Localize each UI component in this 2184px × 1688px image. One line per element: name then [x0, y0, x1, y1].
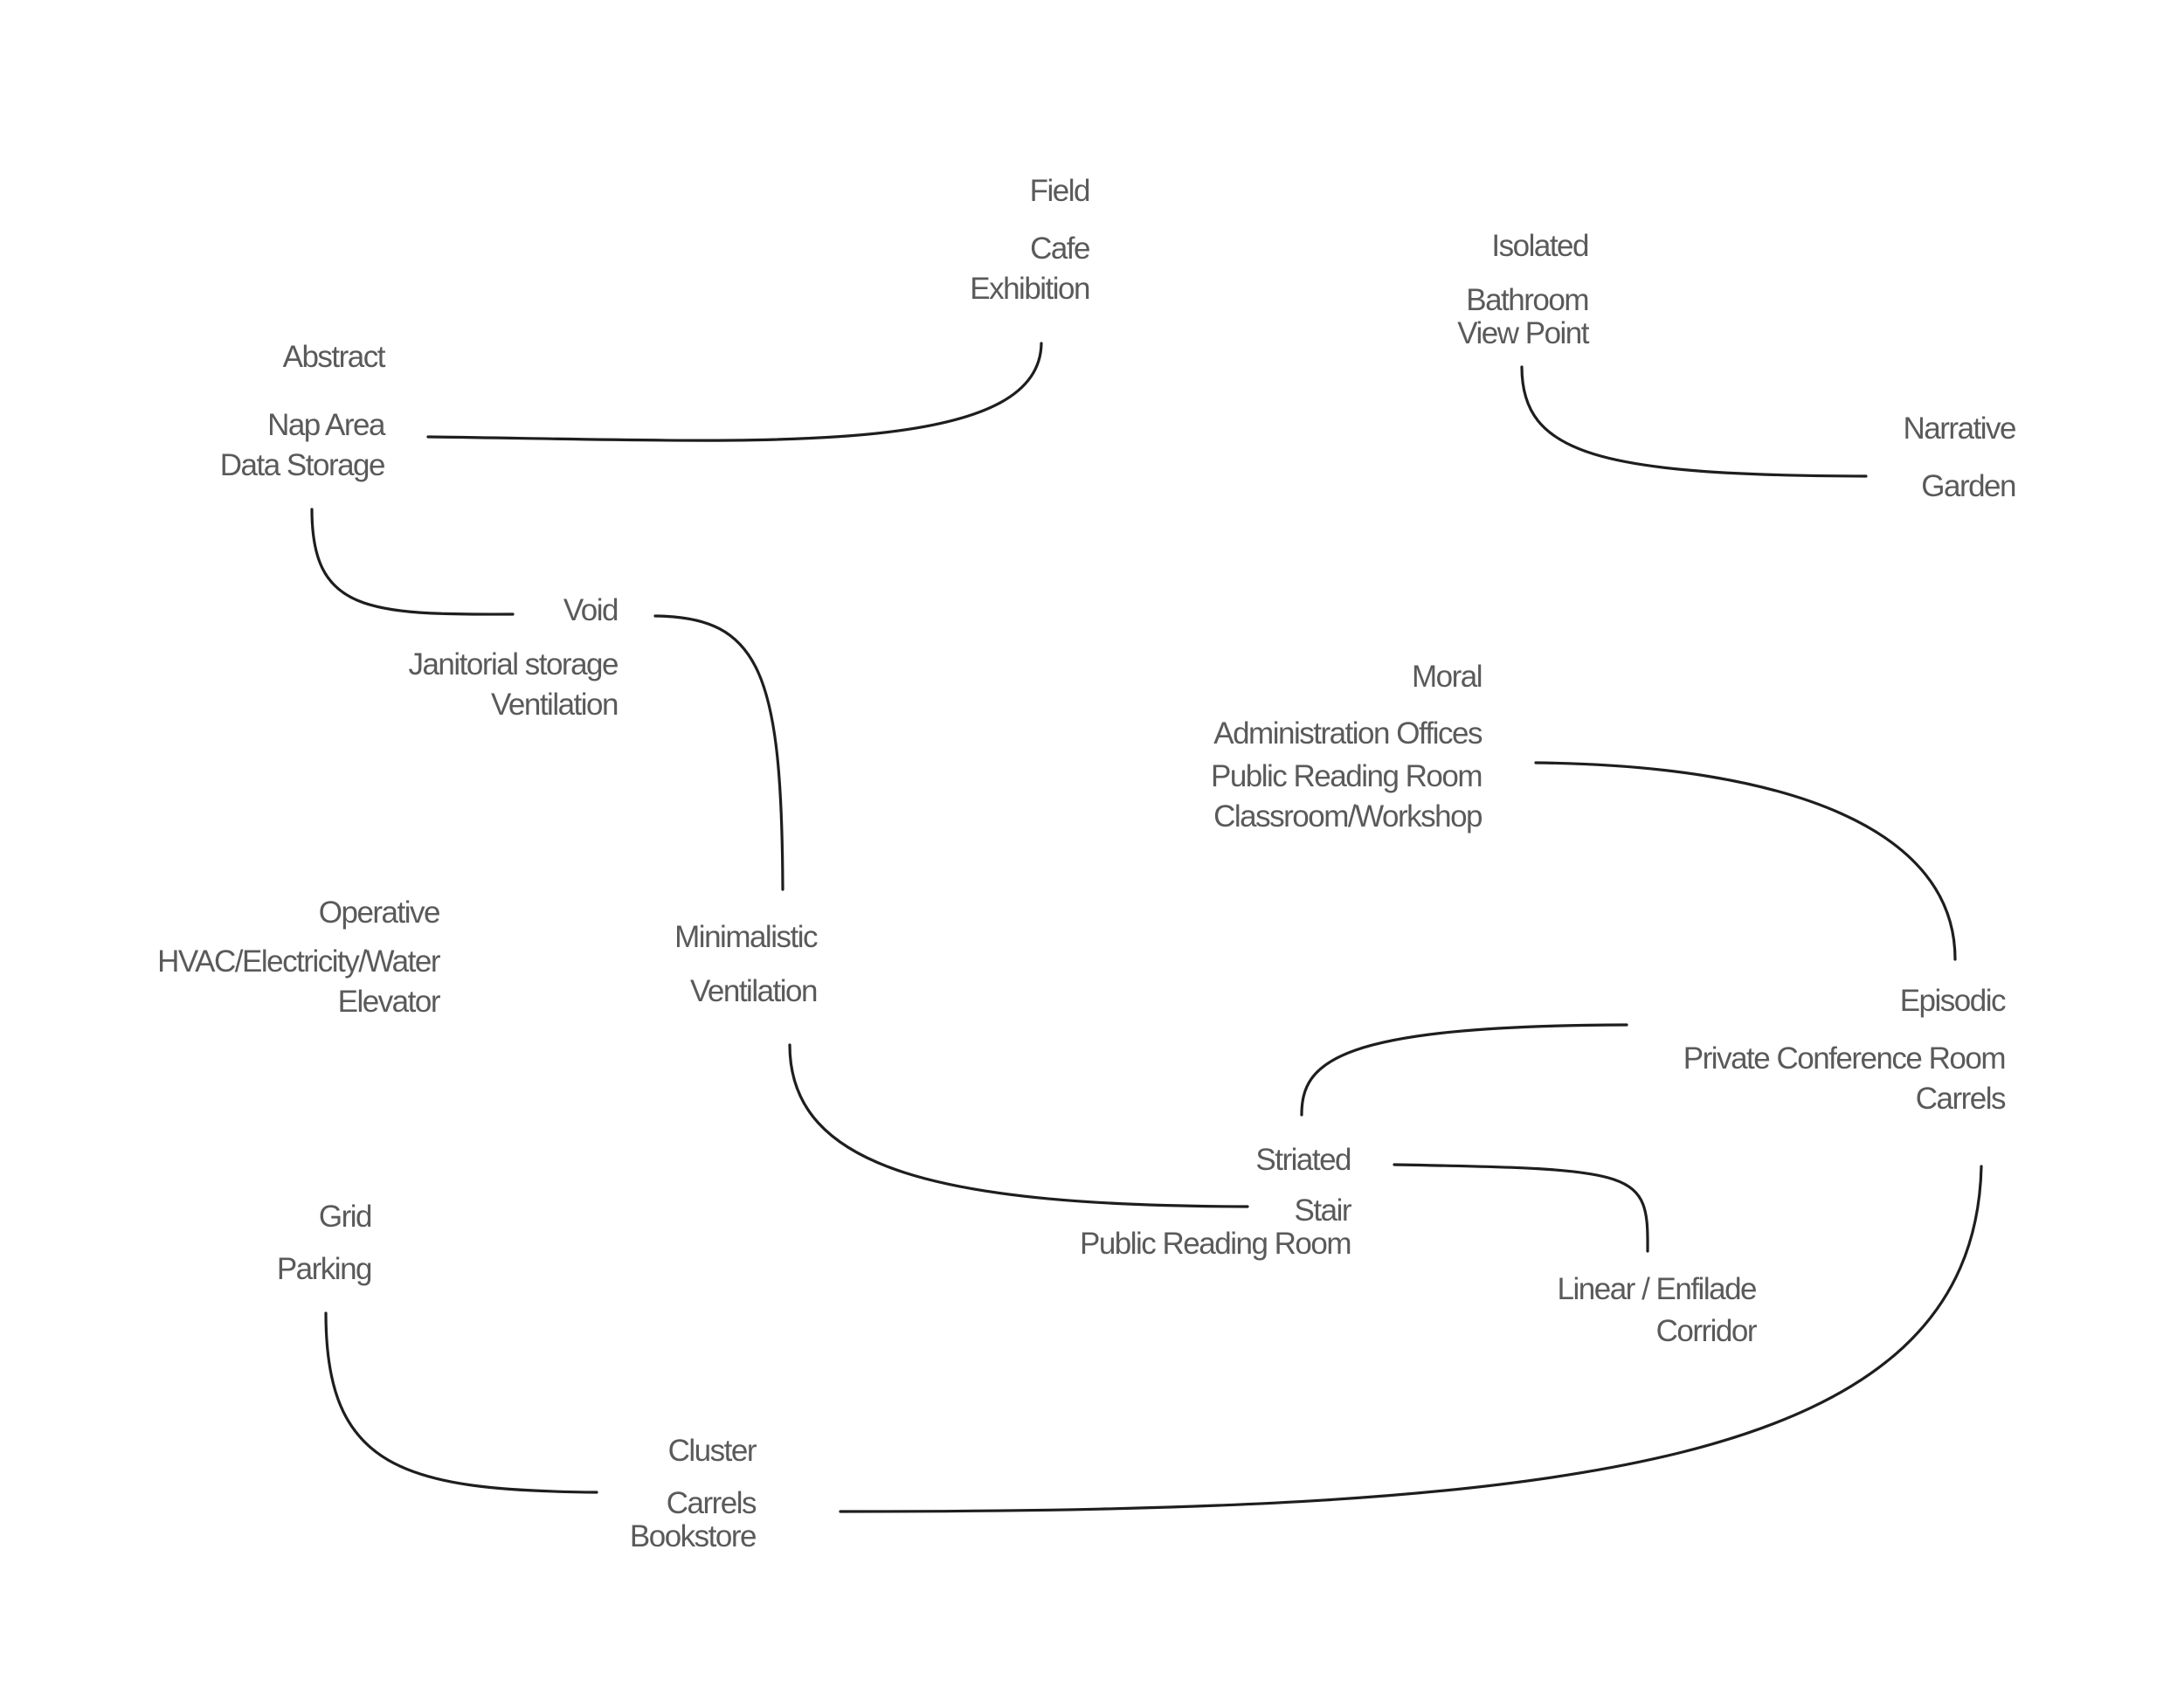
node-void: Void Janitorial storage Ventilation: [408, 591, 619, 725]
node-item: Corridor: [1655, 1314, 1758, 1348]
node-item: Data Storage: [219, 448, 386, 482]
node-minimalistic: Minimalistic Ventilation: [674, 917, 819, 1012]
node-grid: Grid Parking: [276, 1197, 373, 1290]
node-item: Carrels: [666, 1486, 757, 1520]
node-title: Grid: [318, 1200, 373, 1234]
node-title: Operative: [318, 896, 441, 930]
link-void-minimalistic: [653, 614, 784, 891]
node-cluster: Cluster Carrels Bookstore: [629, 1431, 757, 1553]
node-title: Isolated: [1491, 229, 1589, 263]
link-grid-cluster: [324, 1311, 598, 1494]
node-item: Parking: [276, 1252, 373, 1286]
node-item: View Point: [1457, 316, 1589, 350]
node-item: Ventilation: [490, 688, 619, 722]
node-item: Carrels: [1915, 1082, 2007, 1116]
link-minimalistic-striated: [788, 1043, 1249, 1208]
node-item: Stair: [1294, 1193, 1352, 1228]
node-title: Abstract: [282, 340, 386, 374]
node-item: Bathroom: [1466, 283, 1589, 317]
node-narrative: Narrative Garden: [1903, 409, 2017, 507]
node-title: Episodic: [1899, 984, 2007, 1018]
node-isolated: Isolated Bathroom View Point: [1457, 226, 1589, 350]
node-moral: Moral Administration Offices Public Read…: [1210, 657, 1483, 837]
link-abstract-field: [426, 342, 1043, 442]
node-item: Classroom/Workshop: [1213, 799, 1482, 834]
node-item: Exhibition: [970, 272, 1090, 306]
node-item: Cafe: [1030, 232, 1090, 266]
node-title: Moral: [1411, 660, 1483, 694]
node-item: Ventilation: [689, 974, 819, 1008]
node-title: Void: [563, 593, 619, 627]
node-item: Janitorial storage: [408, 647, 619, 681]
node-item: Administration Offices: [1213, 716, 1482, 751]
node-linear: Linear / Enfilade Corridor: [1557, 1269, 1758, 1352]
node-episodic: Episodic Private Conference Room Carrels: [1683, 981, 2007, 1119]
node-title: Narrative: [1903, 412, 2017, 446]
node-operative: Operative HVAC/Electricity/Water Elevato…: [157, 893, 441, 1022]
link-isolated-narrative: [1520, 365, 1868, 478]
node-item: Garden: [1921, 469, 2016, 503]
node-title: Cluster: [667, 1434, 757, 1468]
node-title: Minimalistic: [674, 920, 818, 954]
node-field: Field Cafe Exhibition: [970, 171, 1091, 309]
link-striated-episodic: [1300, 1023, 1628, 1117]
node-item: Elevator: [337, 985, 441, 1019]
node-item: Public Reading Room: [1079, 1227, 1352, 1261]
node-item: Nap Area: [267, 408, 385, 442]
link-moral-episodic: [1534, 761, 1957, 961]
node-title: Linear / Enfilade: [1557, 1272, 1758, 1306]
node-item: Private Conference Room: [1683, 1041, 2007, 1076]
node-title: Striated: [1255, 1143, 1351, 1177]
link-cluster-episodic: [839, 1165, 1983, 1513]
link-striated-linear: [1393, 1163, 1649, 1253]
node-striated: Striated Stair Public Reading Room: [1079, 1140, 1352, 1261]
node-abstract: Abstract Nap Area Data Storage: [219, 337, 386, 486]
node-item: Public Reading Room: [1210, 759, 1483, 793]
node-item: Bookstore: [629, 1519, 757, 1553]
node-item: HVAC/Electricity/Water: [157, 944, 440, 979]
link-abstract-void: [310, 508, 515, 616]
node-title: Field: [1029, 174, 1091, 208]
